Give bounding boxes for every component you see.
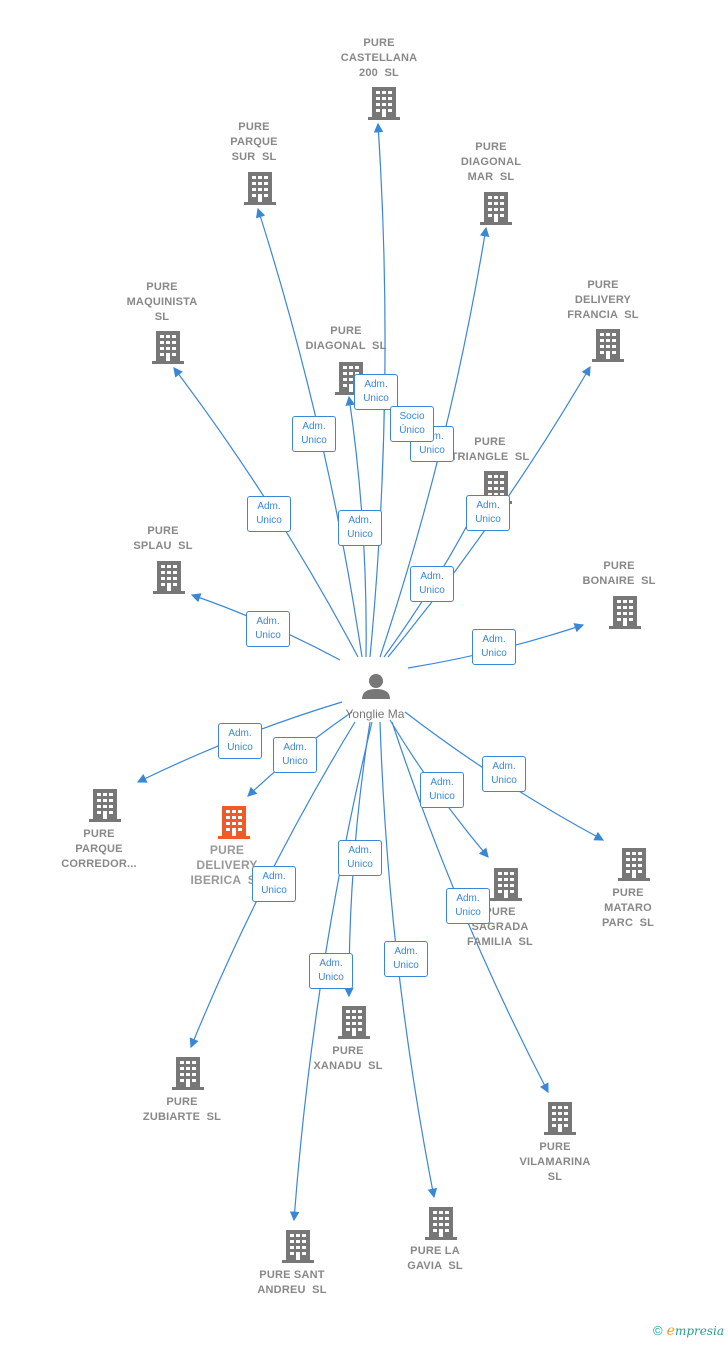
building-icon[interactable] [338, 1006, 370, 1039]
relation-label-la-gavia[interactable]: Adm. Unico [384, 941, 428, 977]
building-icon[interactable] [480, 192, 512, 225]
building-icon[interactable] [282, 1230, 314, 1263]
relation-label-sant-andreu[interactable]: Adm. Unico [309, 953, 353, 989]
building-icon[interactable] [89, 789, 121, 822]
relation-label-mataro-parc[interactable]: Adm. Unico [482, 756, 526, 792]
building-icon[interactable] [618, 848, 650, 881]
building-icon[interactable] [592, 329, 624, 362]
company-label-la-gavia[interactable]: PURE LA GAVIA SL [407, 1245, 463, 1272]
company-label-mataro-parc[interactable]: PURE MATARO PARC SL [601, 887, 655, 929]
company-label-bonaire[interactable]: PURE BONAIRE SL [582, 560, 656, 587]
company-label-castellana[interactable]: PURE CASTELLANA 200 SL [340, 37, 418, 79]
relation-label-parque-sur[interactable]: Adm. Unico [292, 416, 336, 452]
relation-label-parque-corredor[interactable]: Adm. Unico [218, 723, 262, 759]
relation-label-diagonal[interactable]: Adm. Unico [338, 510, 382, 546]
relation-label-bonaire[interactable]: Adm. Unico [472, 629, 516, 665]
company-label-parque-corredor[interactable]: PURE PARQUE CORREDOR... [61, 828, 137, 870]
company-label-diagonal-mar[interactable]: PURE DIAGONAL MAR SL [460, 141, 522, 183]
company-label-parque-sur[interactable]: PURE PARQUE SUR SL [230, 121, 278, 163]
company-label-delivery-iberica[interactable]: PURE DELIVERY IBERICA SL [190, 843, 263, 887]
copyright-symbol: © [653, 1323, 663, 1338]
relation-label-triangle-socio[interactable]: Socio Único [390, 406, 434, 442]
building-icon[interactable] [172, 1057, 204, 1090]
company-label-diagonal[interactable]: PURE DIAGONAL SL [305, 325, 387, 352]
relation-label-delivery-francia[interactable]: Adm. Unico [466, 495, 510, 531]
building-icon[interactable] [152, 331, 184, 364]
icons-layer [89, 87, 650, 1263]
company-label-delivery-francia[interactable]: PURE DELIVERY FRANCIA SL [567, 279, 639, 321]
relation-label-triangle[interactable]: Adm. Unico [410, 566, 454, 602]
relation-label-maquinista[interactable]: Adm. Unico [247, 496, 291, 532]
building-icon[interactable] [425, 1207, 457, 1240]
brand-logo: ©empresia [653, 1323, 724, 1339]
company-label-xanadu[interactable]: PURE XANADU SL [313, 1045, 383, 1072]
relation-label-splau[interactable]: Adm. Unico [246, 611, 290, 647]
building-icon[interactable] [218, 806, 250, 839]
company-label-sagrada-familia[interactable]: PURE SAGRADA FAMILIA SL [467, 906, 533, 948]
building-icon[interactable] [544, 1102, 576, 1135]
building-icon[interactable] [609, 596, 641, 629]
company-label-triangle[interactable]: PURE TRIANGLE SL [450, 436, 530, 463]
building-icon[interactable] [368, 87, 400, 120]
company-label-sant-andreu[interactable]: PURE SANT ANDREU SL [257, 1269, 327, 1296]
relation-label-castellana[interactable]: Adm. Unico [354, 374, 398, 410]
relation-label-vilamarina[interactable]: Adm. Unico [446, 888, 490, 924]
person-icon[interactable] [362, 674, 390, 699]
company-label-splau[interactable]: PURE SPLAU SL [133, 525, 193, 552]
company-label-zubiarte[interactable]: PURE ZUBIARTE SL [142, 1096, 222, 1123]
relation-label-xanadu[interactable]: Adm. Unico [338, 840, 382, 876]
brand-name: mpresia [674, 1324, 724, 1338]
building-icon[interactable] [490, 868, 522, 901]
relation-label-delivery-iberica[interactable]: Adm. Unico [273, 737, 317, 773]
company-label-vilamarina[interactable]: PURE VILAMARINA SL [519, 1141, 591, 1183]
relation-label-sagrada-familia[interactable]: Adm. Unico [420, 772, 464, 808]
relation-label-zubiarte[interactable]: Adm. Unico [252, 866, 296, 902]
building-icon[interactable] [153, 561, 185, 594]
brand-initial: e [666, 1323, 675, 1339]
person-name[interactable]: Yonglie Ma [345, 707, 405, 721]
building-icon[interactable] [244, 172, 276, 205]
company-label-maquinista[interactable]: PURE MAQUINISTA SL [126, 281, 198, 323]
